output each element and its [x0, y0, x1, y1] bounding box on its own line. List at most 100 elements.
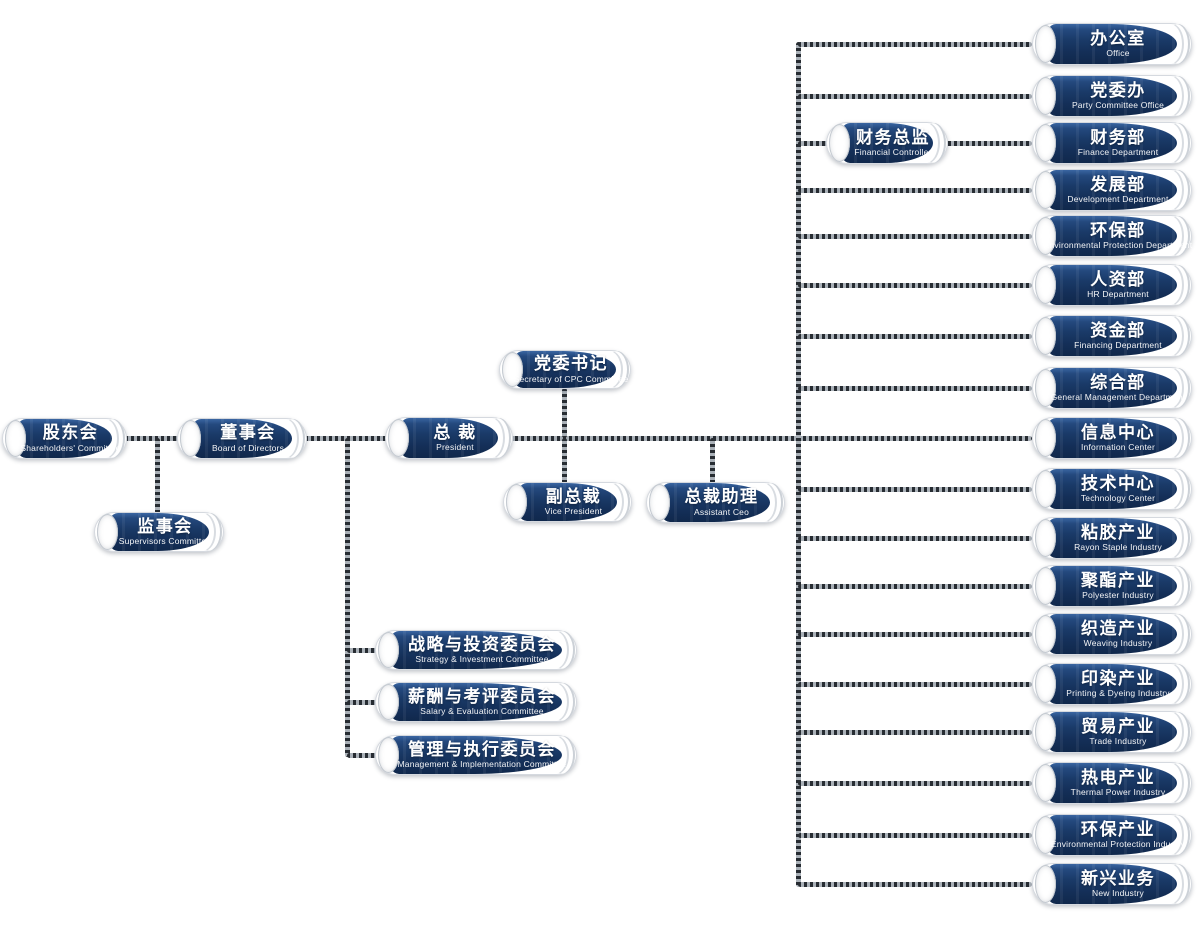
- node-label-en: Thermal Power Industry: [1070, 787, 1166, 798]
- connector-stub-polyester: [798, 584, 1032, 589]
- cylinder-body: [1044, 123, 1177, 163]
- node-label-zh: 管理与执行委员会: [408, 739, 556, 759]
- cylinder-body: [1044, 216, 1177, 256]
- node-label-zh: 财务总监: [856, 127, 930, 147]
- node-label-zh: 财务部: [1090, 127, 1146, 147]
- cylinder-body: [387, 631, 562, 669]
- connector-drop-supervisors: [155, 438, 160, 514]
- cylinder-end-icon: [1035, 266, 1056, 304]
- cylinder-body: [387, 736, 562, 774]
- cylinder-end-icon: [1035, 77, 1056, 115]
- cylinder-body: [1044, 170, 1177, 210]
- cylinder-end-icon: [1035, 764, 1056, 802]
- node-label-en: Technology Center: [1080, 493, 1156, 504]
- node-label-zh: 环保产业: [1081, 819, 1155, 839]
- node-label-en: Information Center: [1081, 442, 1155, 453]
- cylinder-end-icon: [502, 352, 523, 387]
- connector-stub-technology-center: [798, 487, 1032, 492]
- node-label-zh: 发展部: [1090, 174, 1146, 194]
- connector-stub-hr: [798, 283, 1032, 288]
- connector-stub-printing-dyeing: [798, 682, 1032, 687]
- node-label-en: Strategy & Investment Committee: [415, 654, 549, 665]
- node-label-en: Assistant Ceo: [693, 506, 750, 517]
- cylinder-end-icon: [388, 419, 409, 457]
- cylinder-end-icon: [506, 484, 527, 520]
- node-label-en: New Industry: [1091, 888, 1144, 899]
- connector-stub-financing: [798, 334, 1032, 339]
- node-label-en: Environmental Protection Department: [1043, 240, 1193, 251]
- cylinder-body: [189, 419, 292, 458]
- connector-stub-committee-2: [347, 700, 377, 705]
- node-label-zh: 贸易产业: [1081, 716, 1155, 736]
- node-label-en: Finance Department: [1077, 147, 1159, 158]
- connector-stub-thermal-power: [798, 781, 1032, 786]
- node-label-zh: 党委办: [1090, 80, 1146, 100]
- node-label-zh: 资金部: [1090, 320, 1146, 340]
- connector-stub-new-industry: [798, 882, 1032, 887]
- cylinder-end-icon: [1035, 317, 1056, 355]
- cylinder-end-icon: [1035, 816, 1056, 854]
- node-label-zh: 综合部: [1090, 372, 1146, 392]
- cylinder-end-icon: [1035, 519, 1056, 557]
- connector-drop-vice-president: [562, 438, 567, 484]
- node-label-zh: 董事会: [220, 423, 276, 443]
- node-label-zh: 总裁助理: [684, 487, 759, 507]
- cylinder-body: [1044, 265, 1177, 305]
- cylinder-body: [387, 683, 562, 721]
- node-label-en: Supervisors Committee: [118, 536, 212, 547]
- connector-drop-assistant-ceo: [710, 438, 715, 484]
- node-label-en: General Management Department: [1050, 392, 1186, 403]
- connector-branch-committees: [345, 438, 350, 757]
- node-label-zh: 股东会: [42, 423, 99, 443]
- node-label-zh: 战略与投资委员会: [408, 634, 556, 654]
- node-label-zh: 织造产业: [1081, 618, 1155, 638]
- node-label-en: Environmental Protection Industry: [1050, 839, 1186, 850]
- node-label-zh: 热电产业: [1081, 767, 1155, 787]
- cylinder-end-icon: [378, 737, 399, 773]
- node-label-en: Rayon Staple Industry: [1074, 542, 1162, 553]
- node-label-zh: 监事会: [137, 516, 193, 536]
- cylinder-end-icon: [1035, 25, 1056, 63]
- cylinder-body: [1044, 614, 1177, 654]
- node-label-en: Shareholders' Committee: [20, 442, 121, 453]
- cylinder-end-icon: [1035, 369, 1056, 407]
- node-label-en: Polyester Industry: [1082, 590, 1154, 601]
- cylinder-end-icon: [829, 124, 850, 162]
- node-label-en: Development Department: [1067, 194, 1169, 205]
- cylinder-body: [658, 483, 770, 522]
- cylinder-end-icon: [378, 632, 399, 668]
- cylinder-body: [1044, 763, 1177, 803]
- cylinder-body: [515, 483, 617, 521]
- connector-stub-environmental-dept: [798, 234, 1032, 239]
- node-label-zh: 薪酬与考评委员会: [408, 686, 556, 706]
- connector-trunk: [796, 42, 801, 887]
- cylinder-body: [14, 419, 112, 458]
- cylinder-end-icon: [1035, 567, 1056, 605]
- cylinder-end-icon: [97, 514, 118, 550]
- cylinder-body: [1044, 864, 1177, 904]
- node-label-en: Weaving Industry: [1083, 638, 1153, 649]
- node-label-zh: 新兴业务: [1081, 868, 1155, 888]
- node-label-zh: 粘胶产业: [1081, 522, 1155, 542]
- cylinder-body: [106, 513, 209, 551]
- cylinder-end-icon: [180, 420, 201, 457]
- node-label-zh: 聚酯产业: [1081, 570, 1155, 590]
- node-label-en: HR Department: [1087, 289, 1149, 300]
- cylinder-body: [1044, 24, 1177, 64]
- node-label-zh: 人资部: [1090, 269, 1146, 289]
